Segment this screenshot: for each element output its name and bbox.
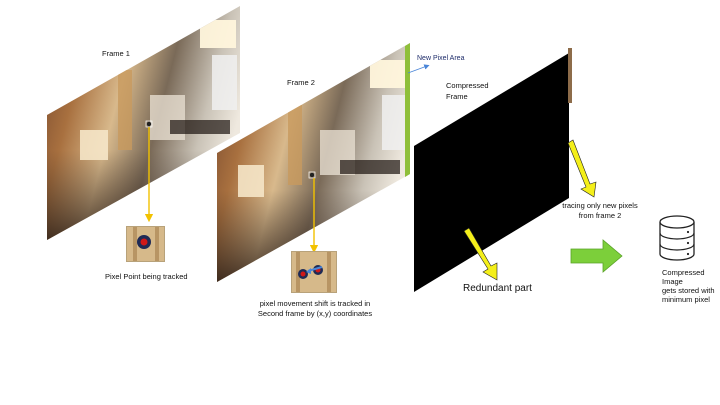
- frame1-label: Frame 1: [102, 49, 130, 58]
- movement-label-line1: pixel movement shift is tracked in: [259, 299, 371, 308]
- compressed-image-label-line2: Image: [662, 277, 683, 286]
- redundant-arrow: [463, 227, 498, 281]
- new-pixel-area-pointer: [407, 64, 430, 74]
- pixel-thumbnail-frame1-drawing: [127, 227, 164, 261]
- new-pixel-strip: [405, 43, 410, 177]
- pixel-tracked-label: Pixel Point being tracked: [105, 272, 188, 281]
- tracked-pixel-dot-frame1: [146, 121, 152, 127]
- compressed-frame-label-line2: Frame: [446, 92, 468, 101]
- pixel-thumbnail-frame2: [291, 251, 337, 293]
- database-icon: [659, 215, 695, 261]
- redundant-label: Redundant part: [463, 283, 532, 294]
- frame2-label: Frame 2: [287, 78, 315, 87]
- compressed-image-label-line3: gets stored with: [662, 286, 715, 295]
- tracing-label-line2: from frame 2: [578, 211, 622, 220]
- pixel-thumbnail-frame1: [126, 226, 165, 262]
- compressed-image-label-line1: Compressed: [662, 268, 705, 277]
- green-arrow: [570, 239, 623, 273]
- compressed-frame-new-strip: [568, 48, 572, 103]
- compressed-image-label-line4: minimum pixel: [662, 295, 710, 304]
- frame2-image: [217, 43, 410, 282]
- pixel-thumbnail-frame2-drawing: [292, 252, 336, 292]
- tracked-pixel-dot-frame2: [309, 172, 315, 178]
- movement-label-line2: Second frame by (x,y) coordinates: [257, 309, 373, 318]
- tracing-label-line1: tracing only new pixels: [562, 201, 638, 210]
- compressed-frame-label-line1: Compressed: [446, 81, 489, 90]
- compressed-frame: [414, 53, 569, 292]
- new-pixel-area-label: New Pixel Area: [417, 55, 465, 62]
- tracing-arrow: [567, 139, 597, 198]
